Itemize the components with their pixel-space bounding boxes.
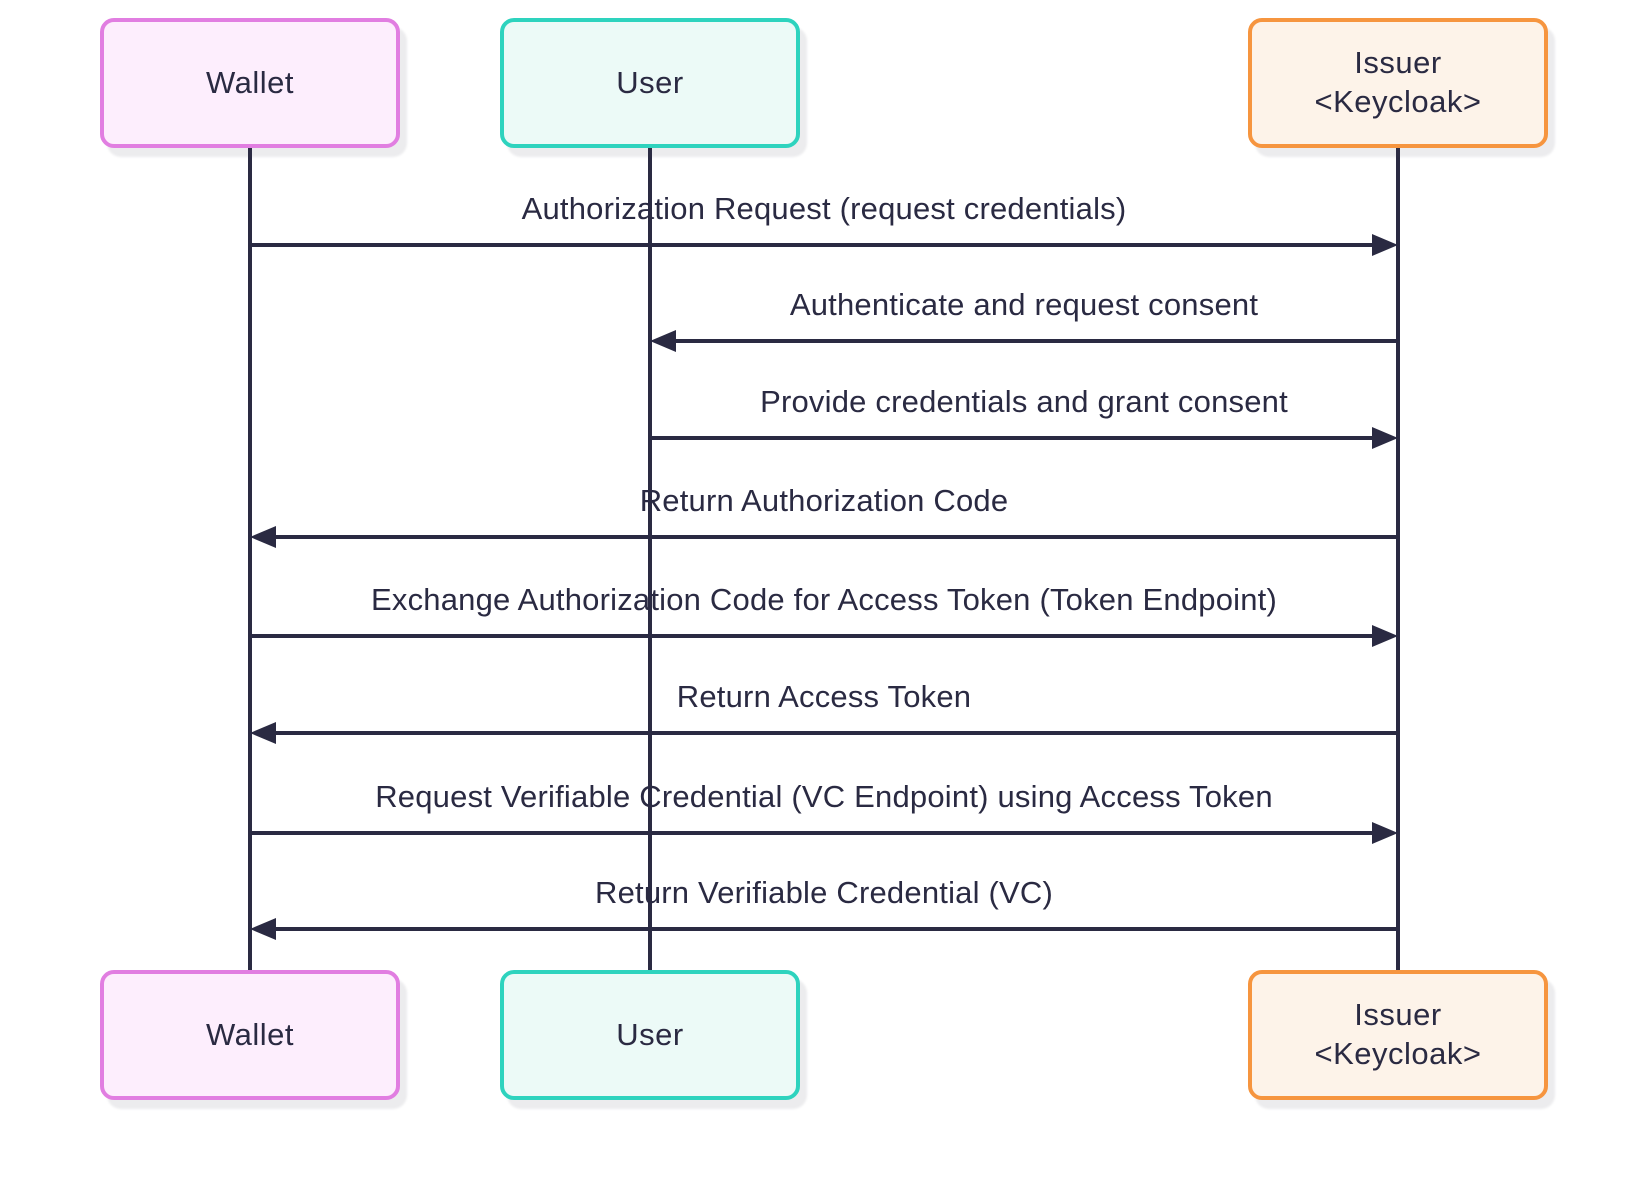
- message-label: Return Authorization Code: [639, 483, 1009, 518]
- arrowhead-icon: [250, 526, 276, 548]
- message-line: [270, 535, 1398, 539]
- actor-box-user-top: User: [500, 18, 800, 148]
- message-label: Exchange Authorization Code for Access T…: [370, 582, 1278, 617]
- message-line: [670, 339, 1398, 343]
- message-arrow: [250, 722, 1398, 744]
- actor-label-user: User: [616, 1016, 684, 1052]
- message-label: Authorization Request (request credentia…: [521, 191, 1127, 226]
- actor-box-wallet-bottom: Wallet: [100, 970, 400, 1100]
- actor-label-issuer: Issuer <Keycloak>: [1314, 997, 1482, 1071]
- actor-label-user: User: [616, 64, 684, 100]
- message-arrow: [250, 234, 1398, 256]
- message-label: Provide credentials and grant consent: [760, 384, 1288, 419]
- arrowhead-icon: [1372, 822, 1398, 844]
- actor-box-issuer-bottom: Issuer <Keycloak>: [1248, 970, 1548, 1100]
- message-arrow: [650, 330, 1398, 352]
- message-line: [250, 243, 1378, 247]
- arrowhead-icon: [250, 722, 276, 744]
- arrowhead-icon: [1372, 234, 1398, 256]
- lifeline-user: [648, 146, 652, 972]
- actor-box-wallet-top: Wallet: [100, 18, 400, 148]
- message-arrow: [250, 625, 1398, 647]
- actor-box-user-bottom: User: [500, 970, 800, 1100]
- actor-label-wallet: Wallet: [206, 1016, 294, 1052]
- arrowhead-icon: [650, 330, 676, 352]
- message-arrow: [250, 822, 1398, 844]
- actor-label-wallet: Wallet: [206, 64, 294, 100]
- arrowhead-icon: [1372, 427, 1398, 449]
- message-arrow: [650, 427, 1398, 449]
- message-label: Request Verifiable Credential (VC Endpoi…: [375, 779, 1273, 814]
- message-line: [250, 831, 1378, 835]
- lifeline-issuer: [1396, 146, 1400, 972]
- message-label: Authenticate and request consent: [789, 287, 1259, 322]
- arrowhead-icon: [250, 918, 276, 940]
- message-label: Return Verifiable Credential (VC): [594, 875, 1054, 910]
- message-arrow: [250, 918, 1398, 940]
- actor-label-issuer: Issuer <Keycloak>: [1314, 45, 1482, 119]
- message-label: Return Access Token: [676, 679, 972, 714]
- arrowhead-icon: [1372, 625, 1398, 647]
- message-line: [650, 436, 1378, 440]
- actor-box-issuer-top: Issuer <Keycloak>: [1248, 18, 1548, 148]
- message-line: [270, 731, 1398, 735]
- lifeline-wallet: [248, 146, 252, 972]
- message-line: [250, 634, 1378, 638]
- message-arrow: [250, 526, 1398, 548]
- message-line: [270, 927, 1398, 931]
